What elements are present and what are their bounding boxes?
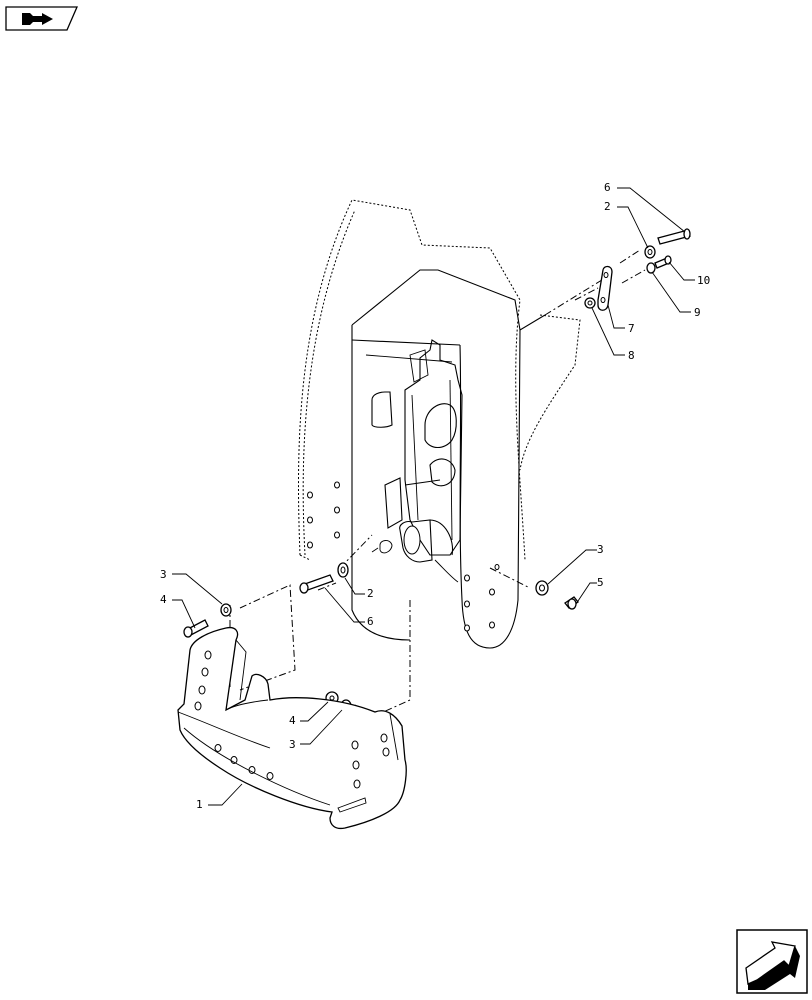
nut-8 [584, 297, 596, 309]
washer-9 [646, 262, 656, 274]
washer-3-left [220, 603, 232, 617]
callout-8: 8 [628, 349, 635, 362]
callout-3-left: 3 [160, 568, 167, 581]
callout-4-left: 4 [160, 593, 167, 606]
callout-5: 4 [289, 714, 296, 727]
assembly-lines [229, 249, 646, 719]
callout-3-right: 3 [597, 543, 604, 556]
bolt-10 [654, 255, 672, 269]
bolt-6-lower [299, 574, 334, 594]
book-arrow-icon[interactable] [5, 6, 78, 31]
bolt-6-upper [657, 228, 691, 245]
strap-bracket-7 [597, 265, 613, 311]
callout-10: 10 [697, 274, 710, 287]
callout-6-upper: 6 [604, 181, 611, 194]
callout-labels: 6 2 10 9 7 8 3 5 2 6 3 4 4 3 1 [160, 181, 710, 811]
front-bracket-1 [177, 626, 407, 830]
gearbox-bracket [371, 339, 463, 583]
callout-3-center: 3 [289, 738, 296, 751]
callout-1: 1 [196, 798, 203, 811]
next-page-arrow-icon[interactable] [736, 929, 808, 994]
washer-3-right [535, 580, 549, 596]
washer-2-upper [644, 245, 656, 259]
callout-2-upper: 2 [604, 200, 611, 213]
callout-9: 9 [694, 306, 701, 319]
callout-7: 7 [628, 322, 635, 335]
bolt-4-left [183, 619, 209, 638]
axle-housing [307, 269, 546, 649]
callout-6-lower: 6 [367, 615, 374, 628]
washer-2-lower [337, 562, 349, 578]
callout-4-right: 5 [597, 576, 604, 589]
bolt-4-right [564, 596, 579, 610]
leader-lines [172, 187, 695, 806]
fender-outline [297, 199, 581, 561]
callout-2-lower: 2 [367, 587, 374, 600]
